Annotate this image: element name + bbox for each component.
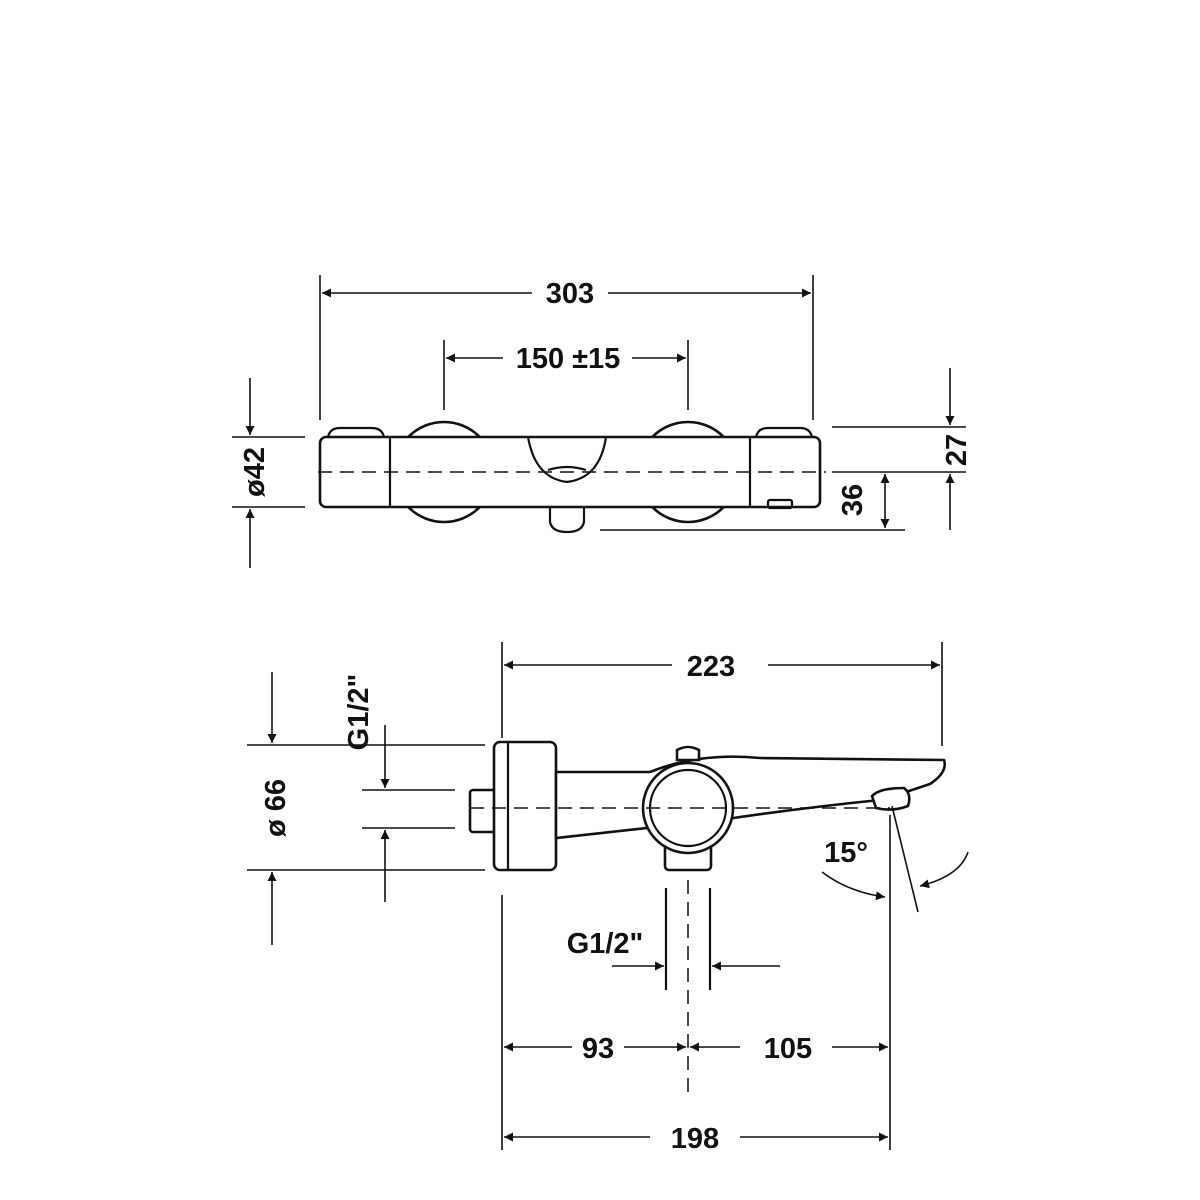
dimension-spout-angle: 15° [824, 837, 868, 869]
dimension-inlet-thread: G1/2" [343, 674, 375, 751]
dimension-projection: 223 [687, 651, 735, 683]
dimension-outlet-to-spout: 105 [764, 1033, 812, 1065]
dimension-outlet-thread: G1/2" [567, 928, 644, 960]
top-view: 303 150 ±15 ø42 27 36 [232, 275, 973, 568]
dimension-connection-spacing: 150 ±15 [516, 343, 621, 375]
top-view-mixer-body [318, 420, 826, 534]
dimension-outlet-offset: 36 [837, 484, 869, 516]
dimension-overall-width: 303 [546, 278, 594, 310]
dimension-body-diameter: ø42 [239, 447, 271, 497]
dimension-wall-to-outlet: 93 [582, 1033, 614, 1065]
side-view: 223 ø 66 G1/2" 15° G1/2" 93 105 198 [247, 642, 969, 1155]
dimension-rosette-diameter: ø 66 [260, 779, 292, 837]
side-view-mixer-body [468, 740, 946, 1100]
dimension-body-height: 27 [941, 434, 973, 466]
dimension-wall-to-spout: 198 [671, 1123, 719, 1155]
